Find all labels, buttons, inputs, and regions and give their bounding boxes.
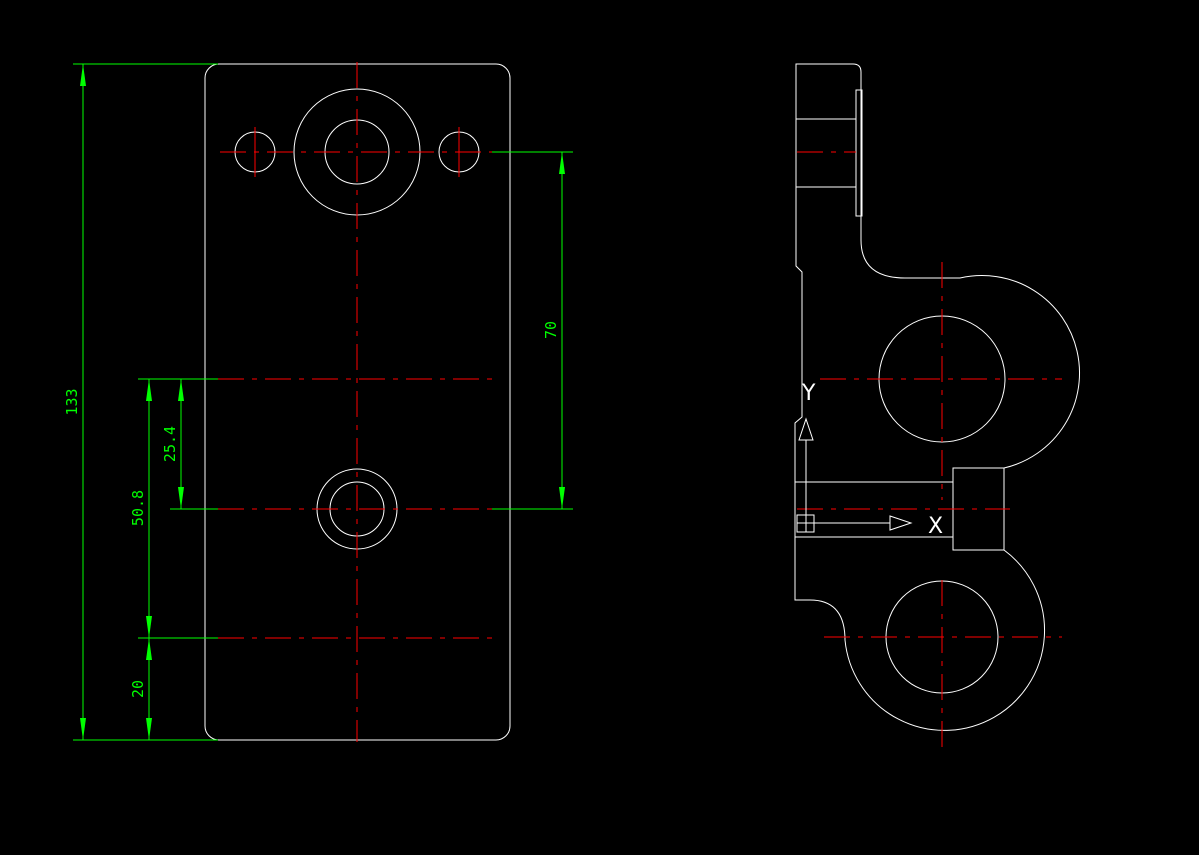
- ucs-y-arrow-icon: [798, 417, 814, 441]
- dim-50-8-arrow-top: [146, 379, 152, 401]
- ucs-x-label: X: [928, 514, 943, 539]
- ucs-y-label: Y: [801, 381, 816, 406]
- front-view: [204, 62, 511, 742]
- dim-70-text[interactable]: 70: [542, 321, 560, 339]
- dim-70-arrow-bottom: [559, 487, 565, 509]
- ucs-x-arrow-icon: [889, 515, 913, 531]
- dim-50-8-arrow-bottom: [146, 616, 152, 638]
- dim-133-arrow-bottom: [80, 718, 86, 740]
- dim-25-4-arrow-top: [178, 379, 184, 401]
- dim-50-8-text[interactable]: 50.8: [129, 490, 147, 526]
- side-view: [794, 63, 1080, 755]
- dim-25-4-arrow-bottom: [178, 487, 184, 509]
- side-view-outline[interactable]: [794, 63, 1080, 731]
- side-top-counterbore-step[interactable]: [855, 89, 863, 217]
- dimensions: 133 70 25.4 50.8 20: [63, 63, 573, 741]
- ucs-icon[interactable]: X Y: [796, 381, 943, 539]
- dim-25-4-text[interactable]: 25.4: [161, 426, 179, 462]
- dim-20-arrow-top: [146, 638, 152, 660]
- dim-70-arrow-top: [559, 152, 565, 174]
- dim-133-arrow-top: [80, 64, 86, 86]
- top-counterbore-outer[interactable]: [293, 88, 421, 216]
- dim-20-text[interactable]: 20: [129, 680, 147, 698]
- dim-20-arrow-bottom: [146, 718, 152, 740]
- dim-133-text[interactable]: 133: [63, 388, 81, 415]
